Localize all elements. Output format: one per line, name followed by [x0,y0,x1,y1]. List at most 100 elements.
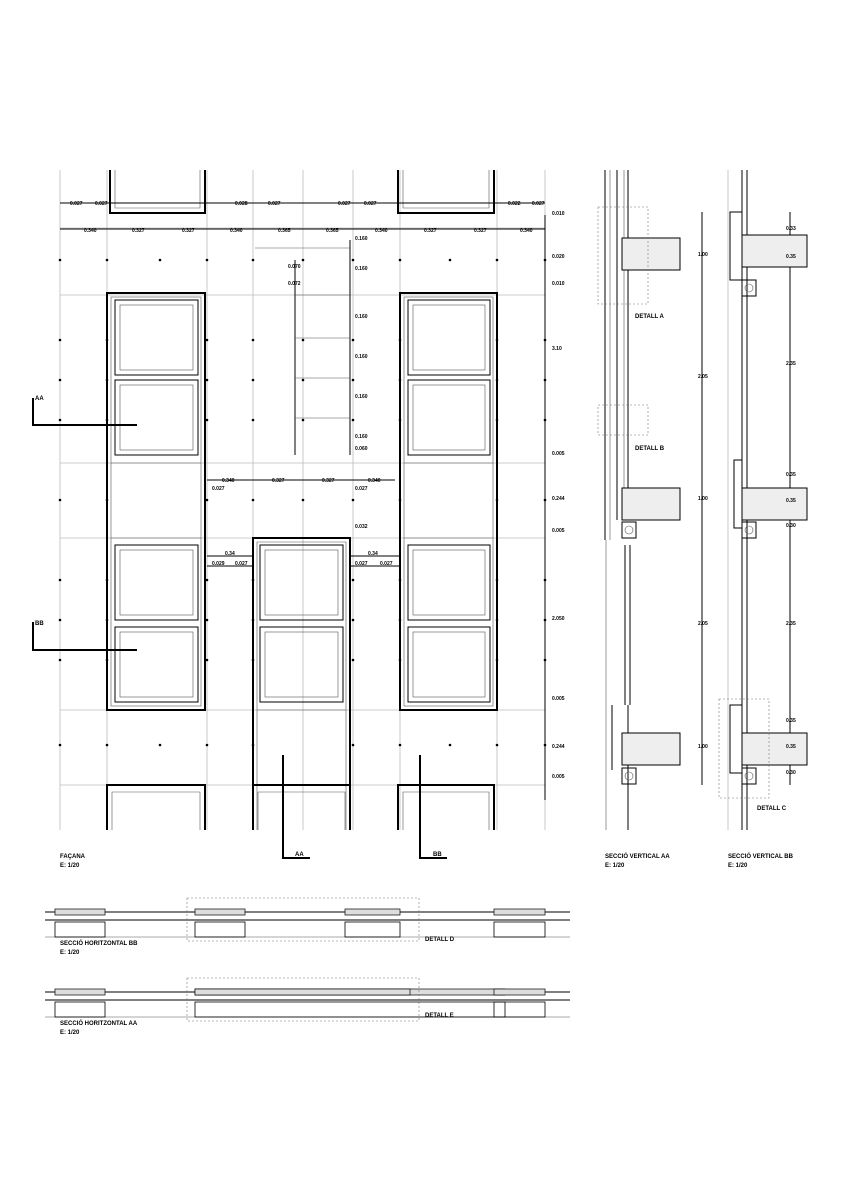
dimension-label: 0.160 [355,314,368,320]
anchor-dot [351,658,355,662]
detail-d-label: DETALL D [425,937,455,943]
anchor-dot [251,378,255,382]
anchor-dot [448,258,452,262]
dimension-label: 0.327 [424,228,437,234]
dimension-label: 0.340 [520,228,533,234]
anchor-dot [351,258,355,262]
dimension-label: 0.30 [786,770,796,776]
horizontal-section [45,977,570,1022]
dimension-label: 0.060 [355,446,368,452]
dimension-label: 3.10 [552,346,562,352]
dimension-label: 0.327 [182,228,195,234]
anchor-dot [205,498,209,502]
anchor-dot [351,378,355,382]
dimension-label: 0.027 [95,201,108,207]
anchor-dot [58,658,62,662]
anchor-dot [251,258,255,262]
horizontal-bb-scale: E: 1/20 [60,950,80,956]
vertical-aa-title: SECCIÓ VERTICAL AA [605,852,670,860]
dimension-label: 0.160 [355,236,368,242]
dimension-label: 2.050 [552,616,565,622]
dimension-label: 0.340 [222,478,235,484]
dimension-label: 1.00 [698,744,708,750]
window-left [106,292,206,711]
dimension-label: 0.35 [786,254,796,260]
anchor-dot [58,258,62,262]
dimension-label: 0.327 [272,478,285,484]
anchor-dot [351,618,355,622]
dimension-label: 1.00 [698,252,708,258]
dimension-label: 0.005 [552,528,565,534]
anchor-dot [495,743,499,747]
anchor-dot [58,338,62,342]
dimension-label: 0.027 [364,201,377,207]
anchor-dot [58,498,62,502]
anchor-dot [205,378,209,382]
anchor-dot [58,578,62,582]
anchor-dot [351,743,355,747]
floor-slab [621,732,681,766]
vertical-bb-title: SECCIÓ VERTICAL BB [728,852,794,860]
dimension-label: 0.029 [212,561,225,567]
window-partials [106,170,495,830]
dimension-label: 0.032 [355,524,368,530]
dimension-label: 0.160 [355,266,368,272]
dimension-label: 0.027 [268,201,281,207]
detail-a-label: DETALL A [635,314,665,320]
section-mark-bb-bottom: BB [419,755,447,859]
anchor-dot [205,618,209,622]
dimension-label: 0.34 [368,551,378,557]
vertical-bb-scale: E: 1/20 [728,863,748,869]
svg-text:BB: BB [433,852,442,858]
floor-slab [621,487,681,521]
dimension-label: 0.010 [552,211,565,217]
window-right [399,292,498,711]
section-mark-aa-left: AA [32,396,137,426]
anchor-dot [58,378,62,382]
floor-slab [741,487,808,521]
dimension-label: 2.35 [786,621,796,627]
dimension-label: 0.072 [288,281,301,287]
dimension-label: 0.35 [786,744,796,750]
dimension-label: 2.05 [698,621,708,627]
dimension-label: 0.070 [288,264,301,270]
dimension-label: 0.027 [380,561,393,567]
horizontal-aa-title: SECCIÓ HORITZONTAL AA [60,1019,138,1027]
dimension-label: 0.027 [338,201,351,207]
anchor-dot [205,338,209,342]
anchor-dot [58,418,62,422]
detail-box [186,977,420,1022]
dimension-label: 2.35 [786,361,796,367]
horizontal-aa-scale: E: 1/20 [60,1030,80,1036]
anchor-dot [495,258,499,262]
dimension-label: 0.340 [368,478,381,484]
dimension-label: 0.327 [322,478,335,484]
vertical-section-bb: DETALL C 1.002.051.002.051.000.330.352.3… [698,170,808,869]
anchor-dot [301,258,305,262]
dimension-label: 0.33 [786,226,796,232]
anchor-dot [105,743,109,747]
dimension-label: 0.160 [355,394,368,400]
anchor-dot [351,338,355,342]
horizontal-section [45,897,570,942]
anchor-dot [158,258,162,262]
dimension-label: 0.028 [235,201,248,207]
dimension-label: 0.027 [355,561,368,567]
dimension-label: 0.365 [326,228,339,234]
section-mark-bb-left: BB [32,621,137,651]
dimension-label: 0.005 [552,451,565,457]
vertical-aa-scale: E: 1/20 [605,863,625,869]
dimension-label: 0.35 [786,472,796,478]
anchor-dot [251,338,255,342]
dimension-label: 0.340 [84,228,97,234]
anchor-dot [301,418,305,422]
anchor-dot [251,418,255,422]
anchor-dot [351,498,355,502]
dimension-label: 0.244 [552,744,565,750]
dimension-label: 0.35 [786,498,796,504]
dimension-label: 0.022 [508,201,521,207]
dimension-label: 0.244 [552,496,565,502]
dimension-label: 0.160 [355,354,368,360]
floor-slab [741,732,808,766]
dimension-label: 0.027 [355,486,368,492]
